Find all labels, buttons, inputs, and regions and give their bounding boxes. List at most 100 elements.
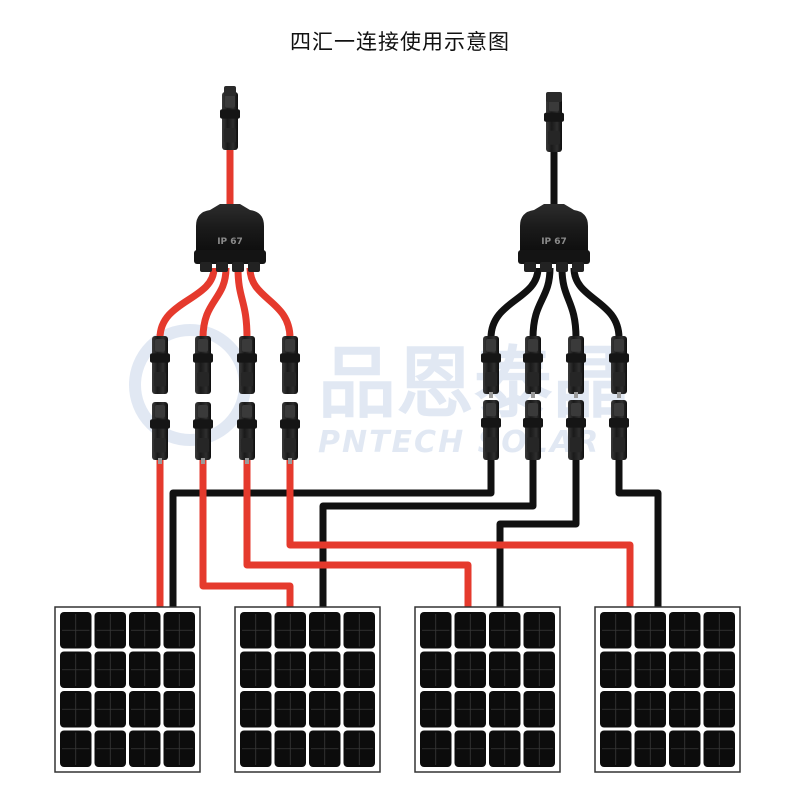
negative-fanout-wire-4 [570,267,623,339]
negative-main-connector-grip [549,99,559,112]
positive-branch-connector-bottom-4-grip [285,405,295,418]
positive-junction-box-label: IP 67 [217,237,243,247]
positive-branch-connector-bottom-4-nut [280,419,300,429]
positive-branch-connector-top-4-collar [284,371,296,387]
positive-branch-connector-top-4-grip [285,339,295,352]
positive-branch-connector-bottom-4-collar [284,437,296,453]
positive-branch-connector-bottom-2-collar [197,437,209,453]
positive-main-connector-grip [225,95,235,108]
solar-panels [54,606,741,773]
positive-branch-connector-top-3-nut [237,353,257,363]
negative-junction-box-port-3 [556,262,568,272]
negative-branch-connector-bottom-2-nut [523,418,543,428]
positive-branch-connector-bottom-3-nut [237,419,257,429]
negative-branch-connector-bottom-3-collar [570,437,582,453]
negative-fanout-wire-2 [529,267,554,339]
negative-branch-connector-bottom-2 [523,400,543,460]
negative-branch-connector-bottom-1 [481,400,501,460]
negative-branch-connector-top-1-nut [481,353,501,363]
junction-boxes: IP 67 IP 67 [194,204,590,272]
negative-branch-connector-top-3 [566,336,586,398]
negative-run-2 [319,458,537,608]
negative-main-connector-nut [544,112,564,122]
negative-fanout-wire-3 [558,267,580,339]
negative-branch-connector-top-1-pin [489,392,493,398]
positive-branch-connector-top-4-nut [280,353,300,363]
negative-junction-box: IP 67 [518,204,590,272]
negative-branch-connector-bottom-4-nut [609,418,629,428]
positive-junction-box-port-2 [216,262,228,272]
positive-branch-connector-bottom-1-pin [158,458,162,464]
positive-junction-box: IP 67 [194,204,266,272]
negative-branch-connector-top-3-pin [574,392,578,398]
negative-branch-connector-top-4-grip [614,339,624,352]
negative-junction-box-housing [520,204,588,252]
negative-junction-box-label: IP 67 [541,237,567,247]
positive-branch-connector-bottom-1-grip [155,405,165,418]
positive-junction-box-housing [196,204,264,252]
negative-branch-connector-top-2-collar [527,371,539,387]
negative-branch-connector-top-1 [481,336,501,398]
positive-branch-connector-top-1 [150,336,170,394]
positive-junction-box-port-4 [248,262,260,272]
positive-fanout-wire-1 [156,267,218,339]
positive-branch-connector-top-2 [193,336,213,394]
solar-panel-1 [54,606,201,773]
positive-branch-connector-bottom-1-collar [154,437,166,453]
negative-branch-connector-bottom-4-grip [614,403,624,417]
positive-branch-connector-top-2-grip [198,339,208,352]
negative-branch-connector-bottom-2-grip [528,403,538,417]
positive-branch-connector-bottom-1-nut [150,419,170,429]
positive-branch-connector-bottom-3 [237,402,257,464]
negative-branch-connector-top-3-collar [570,371,582,387]
negative-branch-connector-top-4-collar [613,371,625,387]
positive-main-connector-cap [224,86,236,96]
negative-branch-connector-top-3-grip [571,339,581,352]
negative-run-3 [496,458,580,608]
positive-branch-connector-bottom-1 [150,402,170,464]
negative-run-4 [615,458,662,608]
positive-branch-connector-bottom-2-grip [198,405,208,418]
negative-branch-connector-top-4-nut [609,353,629,363]
positive-main-connector [220,92,240,150]
connectors [150,86,629,464]
negative-branch-connector-bottom-1-grip [486,403,496,417]
negative-junction-box-port-1 [524,262,536,272]
negative-branch-connector-top-2-grip [528,339,538,352]
positive-fanout-wire-4 [246,267,294,339]
positive-branch-connector-top-1-grip [155,339,165,352]
positive-fanout-wire-2 [199,267,230,339]
negative-branch-connector-top-1-grip [486,339,496,352]
negative-branch-connector-top-2 [523,336,543,398]
negative-main-connector [544,96,564,152]
positive-junction-box-port-1 [200,262,212,272]
watermark-en-text: PNTECH SOLAR [318,425,600,460]
positive-branch-connector-top-3 [237,336,257,394]
positive-junction-box-base [194,250,266,264]
positive-branch-connector-top-1-collar [154,371,166,387]
negative-branch-connector-top-2-pin [531,392,535,398]
positive-branch-connector-bottom-4 [280,402,300,464]
positive-main-connector-nut [220,109,240,119]
positive-branch-connector-bottom-2-pin [201,458,205,464]
positive-branch-connector-bottom-2 [193,402,213,464]
negative-branch-connector-top-2-nut [523,353,543,363]
positive-junction-box-port-3 [232,262,244,272]
positive-branch-connector-top-3-grip [242,339,252,352]
positive-branch-connector-top-1-nut [150,353,170,363]
positive-branch-connector-top-2-nut [193,353,213,363]
positive-run-2 [199,458,294,608]
positive-run-4 [286,458,634,608]
positive-branch-connector-top-3-collar [241,371,253,387]
positive-run-3 [243,458,472,608]
positive-main-connector-collar [224,127,236,143]
negative-branch-connector-bottom-1-collar [485,437,497,453]
negative-branch-connector-bottom-2-collar [527,437,539,453]
solar-panel-4 [594,606,741,773]
positive-branch-connector-bottom-3-grip [242,405,252,418]
negative-branch-connector-top-1-collar [485,371,497,387]
positive-branch-connector-bottom-3-pin [245,458,249,464]
negative-branch-connector-bottom-4-collar [613,437,625,453]
negative-branch-connector-bottom-4 [609,400,629,460]
positive-branch-connector-bottom-3-collar [241,437,253,453]
